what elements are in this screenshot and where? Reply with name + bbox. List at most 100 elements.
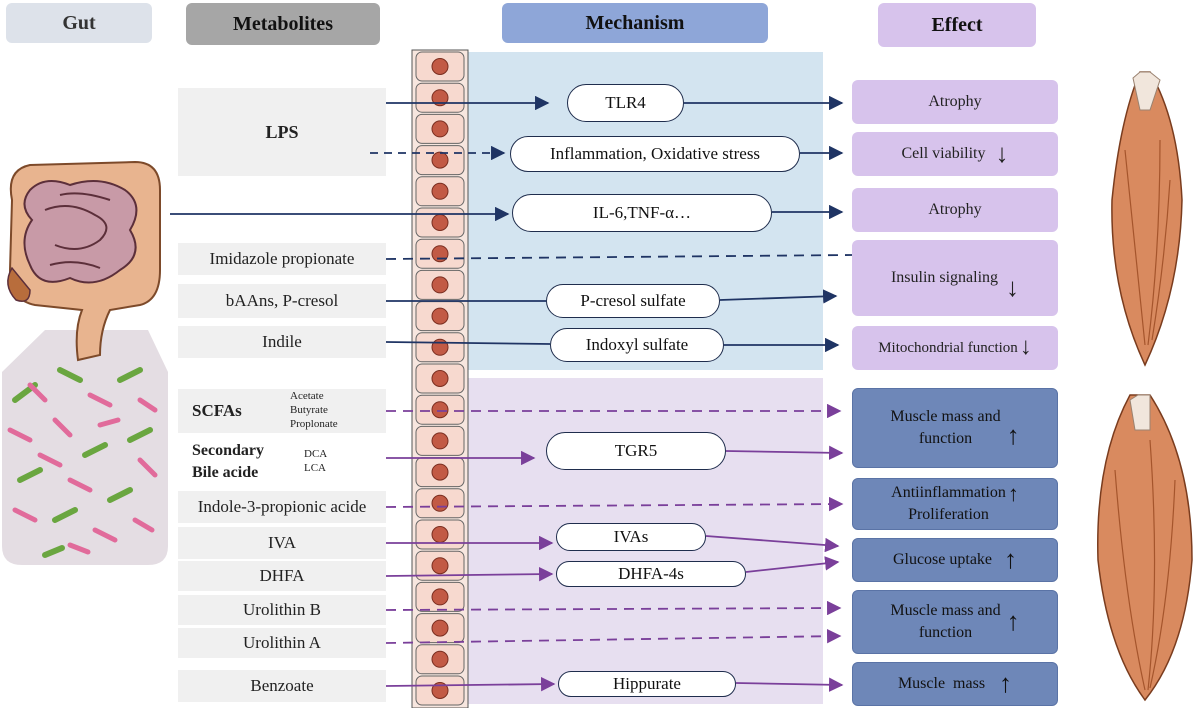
cell-nucleus [431, 401, 449, 419]
cell-nucleus [431, 588, 449, 606]
effect-atrophy-1: Atrophy [852, 80, 1058, 124]
cell-nucleus [431, 557, 449, 575]
metab-secondary-box: Secondary Bile acide DCA LCA [178, 440, 386, 484]
microbes [7, 367, 158, 558]
arrow-pcresol-insulin [719, 289, 838, 304]
effect-insulin-label: Insulin signaling [890, 268, 999, 286]
metab-secondary-line2: Bile acide [192, 464, 259, 481]
metab-benzoate-box: Benzoate [178, 670, 386, 702]
mech-hippurate: Hippurate [558, 671, 736, 697]
header-mechanism: Mechanism [502, 3, 768, 43]
header-effect: Effect [878, 3, 1036, 47]
secondary-sublist: DCA LCA [304, 448, 327, 476]
cell-nucleus [431, 463, 449, 481]
cell-nucleus [431, 182, 449, 200]
metab-urolithin-a: Urolithin A [243, 633, 321, 652]
arrow-urolithina-muscle [385, 629, 842, 644]
metab-baans: bAAns, P-cresol [225, 291, 339, 310]
mech-il6: IL-6,TNF-α… [512, 194, 772, 232]
effect-muscle-2-line1: Muscle mass and [890, 601, 1001, 619]
cell-nucleus [431, 307, 449, 325]
arrow-ivas-glucose [705, 535, 840, 553]
arrow-dhfa-dhfa4s [385, 566, 554, 582]
mech-tlr4: TLR4 [567, 84, 684, 122]
scfas-butyrate: Butyrate [290, 404, 328, 417]
arrow-up-icon: ↑ [999, 668, 1013, 698]
mech-tgr5: TGR5 [546, 432, 726, 470]
metab-iva: IVA [267, 533, 297, 552]
metab-baans-box: bAAns, P-cresol [178, 284, 386, 318]
metab-secondary-line1: Secondary [192, 442, 264, 460]
cell-nucleus [431, 682, 449, 699]
effect-muscle-mass-label: Muscle mass [897, 674, 986, 692]
arrow-up-icon: ↑ [1006, 606, 1020, 636]
scfas-propionate: Proplonate [290, 417, 338, 430]
arrow-up-icon: ↑ [1007, 480, 1019, 506]
metab-scfas: SCFAs [192, 401, 242, 420]
mech-indoxyl-sulfate: Indoxyl sulfate [550, 328, 724, 362]
metab-secondary-label: Secondary Bile acide [192, 440, 304, 483]
secondary-dca: DCA [304, 448, 328, 461]
arrow-down-icon: ↓ [1019, 334, 1032, 361]
metab-indole3: Indole-3-propionic acide [197, 497, 367, 516]
metab-indile-box: Indile [178, 326, 386, 358]
effect-cell-viability-label: Cell viability [901, 144, 986, 162]
metab-benzoate: Benzoate [250, 676, 314, 695]
effect-muscle-2-line2: function [918, 624, 973, 641]
arrow-benzoate-hippurate [385, 676, 556, 692]
cell-nucleus [431, 650, 449, 668]
effect-cell-viability: Cell viability ↓ [852, 132, 1058, 176]
arrow-hippurate-muscle [735, 677, 844, 692]
microbe-container [2, 330, 168, 565]
metab-lps-box: LPS [178, 88, 386, 176]
arrow-down-icon: ↓ [995, 138, 1009, 168]
cell-nucleus [431, 619, 449, 637]
metab-dhfa: DHFA [259, 566, 305, 585]
arrow-indole3-anti [385, 496, 844, 512]
cell-nucleus [431, 58, 449, 75]
effect-muscle-2: Muscle mass and function ↑ [852, 590, 1058, 654]
metab-urolithin-b-box: Urolithin B [178, 595, 386, 625]
metab-urolithin-b: Urolithin B [243, 600, 321, 619]
mech-ivas: IVAs [556, 523, 706, 551]
scfas-acetate: Acetate [290, 390, 324, 403]
metab-lps: LPS [265, 121, 299, 142]
atrophied-muscle-icon [1111, 71, 1183, 367]
effect-atrophy-1-label: Atrophy [928, 92, 982, 110]
appendix [7, 266, 31, 302]
scfas-sublist: Acetate Butyrate Proplonate [290, 390, 338, 431]
arrow-imidazole-insulin [385, 254, 853, 260]
metab-iva-box: IVA [178, 527, 386, 559]
arrow-indile-indoxyl [385, 341, 551, 345]
cell-nucleus [431, 432, 449, 450]
effect-glucose: Glucose uptake↑ [852, 538, 1058, 582]
header-gut: Gut [6, 3, 152, 43]
mech-dhfa4s: DHFA-4s [556, 561, 746, 587]
metab-imidazole-box: Imidazole propionate [178, 243, 386, 275]
effect-muscle-mass: Muscle mass ↑ [852, 662, 1058, 706]
effect-mito: Mitochondrial function↓ [852, 326, 1058, 370]
arrow-up-icon: ↑ [1006, 420, 1020, 450]
arrow-urolithinb-muscle [385, 600, 842, 616]
effect-muscle-2-text: Muscle mass and function [890, 600, 1000, 645]
mech-pcresol-sulfate: P-cresol sulfate [546, 284, 720, 318]
metab-indile: Indile [262, 332, 302, 351]
arrow-down-icon: ↓ [1006, 272, 1020, 302]
effect-mito-label: Mitochondrial function [878, 339, 1018, 356]
metab-scfas-box: SCFAs Acetate Butyrate Proplonate [178, 389, 386, 433]
healthy-muscle-icon [1097, 394, 1193, 702]
metab-urolithin-a-box: Urolithin A [178, 628, 386, 658]
effect-atrophy-2: Atrophy [852, 188, 1058, 232]
effect-muscle-1-line1: Muscle mass and [890, 407, 1001, 425]
effect-anti-line2: Proliferation [908, 506, 989, 523]
arrow-dhfa4s-glucose [745, 556, 840, 573]
metab-indole3-box: Indole-3-propionic acide [178, 491, 386, 523]
metab-dhfa-box: DHFA [178, 561, 386, 591]
